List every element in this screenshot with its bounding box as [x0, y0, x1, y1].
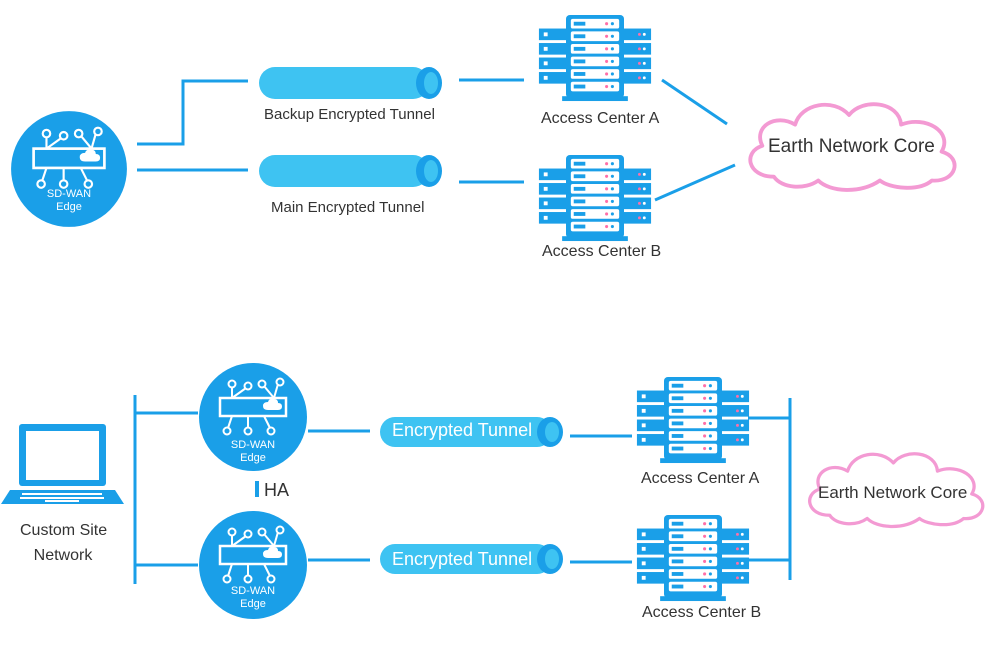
top-access-center-a-label: Access Center A — [541, 110, 660, 127]
custom-site-line1: Custom Site — [20, 522, 108, 539]
server-icon — [636, 515, 750, 602]
bottom-access-center-a-label: Access Center A — [641, 470, 760, 487]
edge1-line1: SD-WAN — [230, 439, 276, 451]
top-cloud-label: Earth Network Core — [768, 136, 935, 157]
tunnel2-label: Encrypted Tunnel — [392, 549, 533, 569]
edge2-label: SD-WAN Edge — [211, 585, 295, 611]
main-tunnel — [259, 155, 442, 187]
bottom-connectors — [133, 395, 792, 584]
backup-tunnel — [259, 67, 442, 99]
ha-label: HA — [264, 480, 290, 500]
tunnel1-label: Encrypted Tunnel — [392, 420, 533, 440]
bottom-access-center-b-label: Access Center B — [642, 604, 762, 621]
edge2-line1: SD-WAN — [230, 585, 276, 597]
bottom-cloud-label: Earth Network Core — [818, 483, 968, 502]
custom-site-label: Custom Site Network — [20, 518, 108, 568]
edge2-line2: Edge — [240, 598, 266, 610]
edge-label-line2: Edge — [56, 201, 82, 213]
server-icon — [538, 15, 652, 102]
main-tunnel-label: Main Encrypted Tunnel — [271, 199, 425, 216]
top-edge-label: SD-WAN Edge — [27, 188, 111, 214]
top-connectors — [137, 78, 736, 202]
laptop-icon — [1, 424, 124, 504]
server-icon — [636, 377, 750, 464]
edge1-line2: Edge — [240, 452, 266, 464]
tunnel-2 — [380, 544, 563, 574]
server-icon — [538, 155, 652, 242]
custom-site-line2: Network — [33, 547, 93, 564]
edge-label-line1: SD-WAN — [46, 188, 92, 200]
top-access-center-b-label: Access Center B — [542, 243, 662, 260]
edge1-label: SD-WAN Edge — [211, 439, 295, 465]
tunnel-1 — [380, 417, 563, 447]
backup-tunnel-label: Backup Encrypted Tunnel — [264, 106, 435, 123]
